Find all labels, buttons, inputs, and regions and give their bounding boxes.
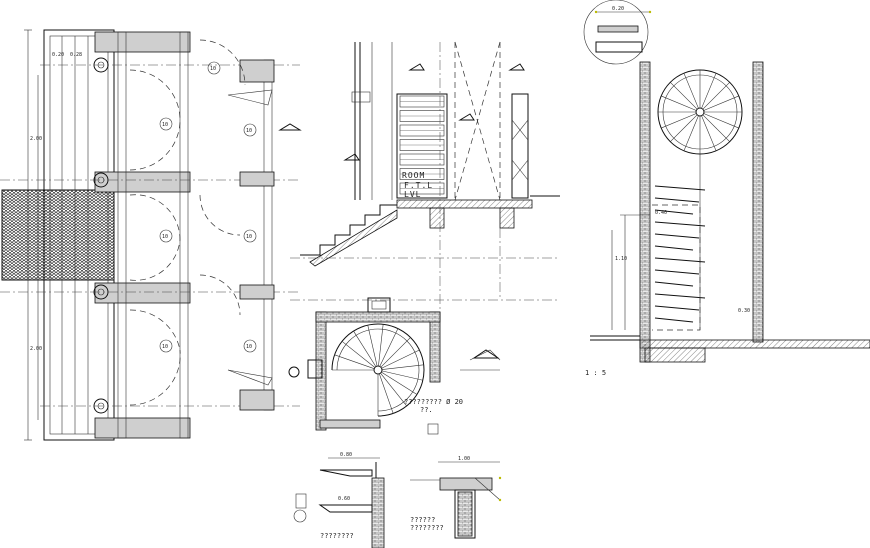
section-elevation: ROOM F.T.L LVL xyxy=(290,41,560,320)
stair-step xyxy=(654,305,700,311)
svg-text:10: 10 xyxy=(162,344,168,350)
stair-step xyxy=(654,221,706,227)
svg-text:1.00: 1.00 xyxy=(458,456,470,462)
rebar-note: ????????? Ø 20 xyxy=(404,398,463,406)
stair-step xyxy=(654,197,700,203)
svg-text:10: 10 xyxy=(162,234,168,240)
svg-text:10: 10 xyxy=(246,344,252,350)
stair-tread xyxy=(701,73,717,109)
stair-step xyxy=(654,293,706,299)
stair-step xyxy=(654,257,706,263)
stair-tread xyxy=(381,364,424,370)
door-tag: 10 xyxy=(243,339,257,353)
svg-text:10: 10 xyxy=(210,66,216,72)
svg-text:0.20: 0.20 xyxy=(52,52,64,58)
stair-tread xyxy=(683,115,699,151)
stair-step xyxy=(654,281,694,287)
stair-step xyxy=(654,185,706,191)
stair-tread xyxy=(367,325,378,367)
svg-text:F.T.L: F.T.L xyxy=(404,181,433,190)
svg-text:1.10: 1.10 xyxy=(615,256,627,262)
svg-text:0.30: 0.30 xyxy=(738,308,750,314)
elevation-plan: 10 10 10 10 10 10 10 0.20 0.28 2.00 2.00 xyxy=(0,29,302,441)
svg-text:2.00: 2.00 xyxy=(30,346,42,352)
door-tag: 10 xyxy=(159,117,173,131)
door-tag: 10 xyxy=(159,339,173,353)
rebar-note-sub: ??. xyxy=(420,406,433,414)
svg-text:2.00: 2.00 xyxy=(30,136,42,142)
svg-text:10: 10 xyxy=(246,234,252,240)
stair-tread xyxy=(703,95,739,111)
svg-text:0.20: 0.20 xyxy=(612,6,624,12)
stair-tread xyxy=(381,371,418,395)
svg-text:??????: ?????? xyxy=(410,516,435,524)
svg-text:0.80: 0.80 xyxy=(340,452,352,458)
door-tag: 10 xyxy=(243,229,257,243)
svg-text:ROOM: ROOM xyxy=(402,171,425,180)
stair-tread xyxy=(661,113,697,129)
svg-text:0.40: 0.40 xyxy=(655,210,667,216)
door-tag: 10 xyxy=(159,229,173,243)
stair-tread xyxy=(381,370,423,381)
stair-tread xyxy=(353,330,377,367)
stair-step xyxy=(654,317,694,323)
stair-tread xyxy=(703,113,739,129)
stair-step xyxy=(654,245,694,251)
stair-tread xyxy=(701,115,717,151)
svg-text:LVL: LVL xyxy=(404,190,421,199)
stair-tread xyxy=(702,82,730,110)
bottom-details: 0.80 0.60 ???????? 1.00 ?????? ???????? xyxy=(293,452,502,548)
stair-tread xyxy=(670,82,698,110)
stair-step xyxy=(654,269,700,275)
stair-tread xyxy=(379,328,399,367)
svg-text:0.60: 0.60 xyxy=(338,496,350,502)
stair-section: 1.10 0.40 0.30 1 : 5 0.20 xyxy=(583,0,870,377)
svg-text:0.28: 0.28 xyxy=(70,52,82,58)
stair-tread xyxy=(379,373,394,414)
shelving-unit xyxy=(396,93,448,199)
door-tag: 10 xyxy=(243,123,257,137)
stair-step xyxy=(654,209,694,215)
floor-hatch-block xyxy=(1,189,115,281)
svg-text:10: 10 xyxy=(162,122,168,128)
stair-tread xyxy=(683,73,699,109)
stair-tread xyxy=(381,349,420,369)
svg-text:????????: ???????? xyxy=(410,524,444,532)
spiral-stair-plan: ????????? Ø 20 ??. xyxy=(288,297,501,435)
stair-tread xyxy=(341,341,376,368)
scale-note: 1 : 5 xyxy=(585,369,606,377)
stair-tread xyxy=(702,114,730,142)
stair-tread xyxy=(670,114,698,142)
stair-step xyxy=(654,233,700,239)
stair-tread xyxy=(380,372,407,407)
stair-tread xyxy=(334,354,375,369)
svg-text:10: 10 xyxy=(246,128,252,134)
stair-tread xyxy=(380,337,411,368)
door-tag: 10 xyxy=(207,61,221,75)
svg-text:????????: ???????? xyxy=(320,532,354,540)
stair-tread xyxy=(378,324,384,367)
stair-tread xyxy=(661,95,697,111)
